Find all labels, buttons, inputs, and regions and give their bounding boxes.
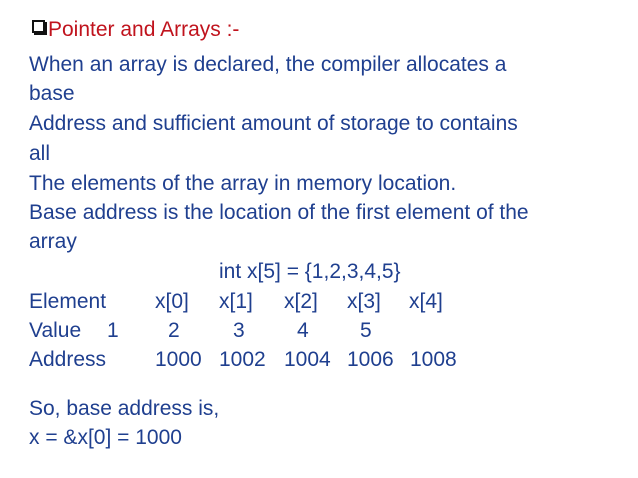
address-1002: 1002 [219, 348, 266, 371]
square-checkbox-bullet-icon [32, 20, 45, 33]
address-label: Address [29, 348, 107, 371]
value-2: 2 [168, 319, 180, 342]
array-declaration: int x[5] = {1,2,3,4,5} [219, 260, 401, 283]
address-1006: 1006 [347, 348, 394, 371]
body-line-7: array [29, 230, 77, 253]
summary-line-2: x = &x[0] = 1000 [29, 426, 182, 449]
element-x4: x[4] [409, 290, 443, 313]
value-5: 5 [360, 319, 372, 342]
value-4: 4 [297, 319, 309, 342]
body-line-3: Address and sufficient amount of storage… [29, 112, 518, 135]
body-line-2: base [29, 82, 75, 105]
element-x3: x[3] [347, 290, 381, 313]
value-label: Value [29, 319, 82, 342]
element-x1: x[1] [219, 290, 253, 313]
body-line-4: all [29, 142, 51, 165]
body-line-6: Base address is the location of the firs… [29, 201, 529, 224]
element-x2: x[2] [284, 290, 318, 313]
value-3: 3 [233, 319, 245, 342]
body-line-1: When an array is declared, the compiler … [29, 53, 507, 76]
element-x0: x[0] [155, 290, 189, 313]
element-label: Element [29, 290, 107, 313]
address-1004: 1004 [284, 348, 331, 371]
summary-line-1: So, base address is, [29, 397, 220, 420]
slide-title: Pointer and Arrays :- [48, 18, 240, 41]
body-line-5: The elements of the array in memory loca… [29, 172, 457, 195]
value-1: 1 [107, 319, 119, 342]
address-1008: 1008 [410, 348, 457, 371]
address-1000: 1000 [155, 348, 202, 371]
